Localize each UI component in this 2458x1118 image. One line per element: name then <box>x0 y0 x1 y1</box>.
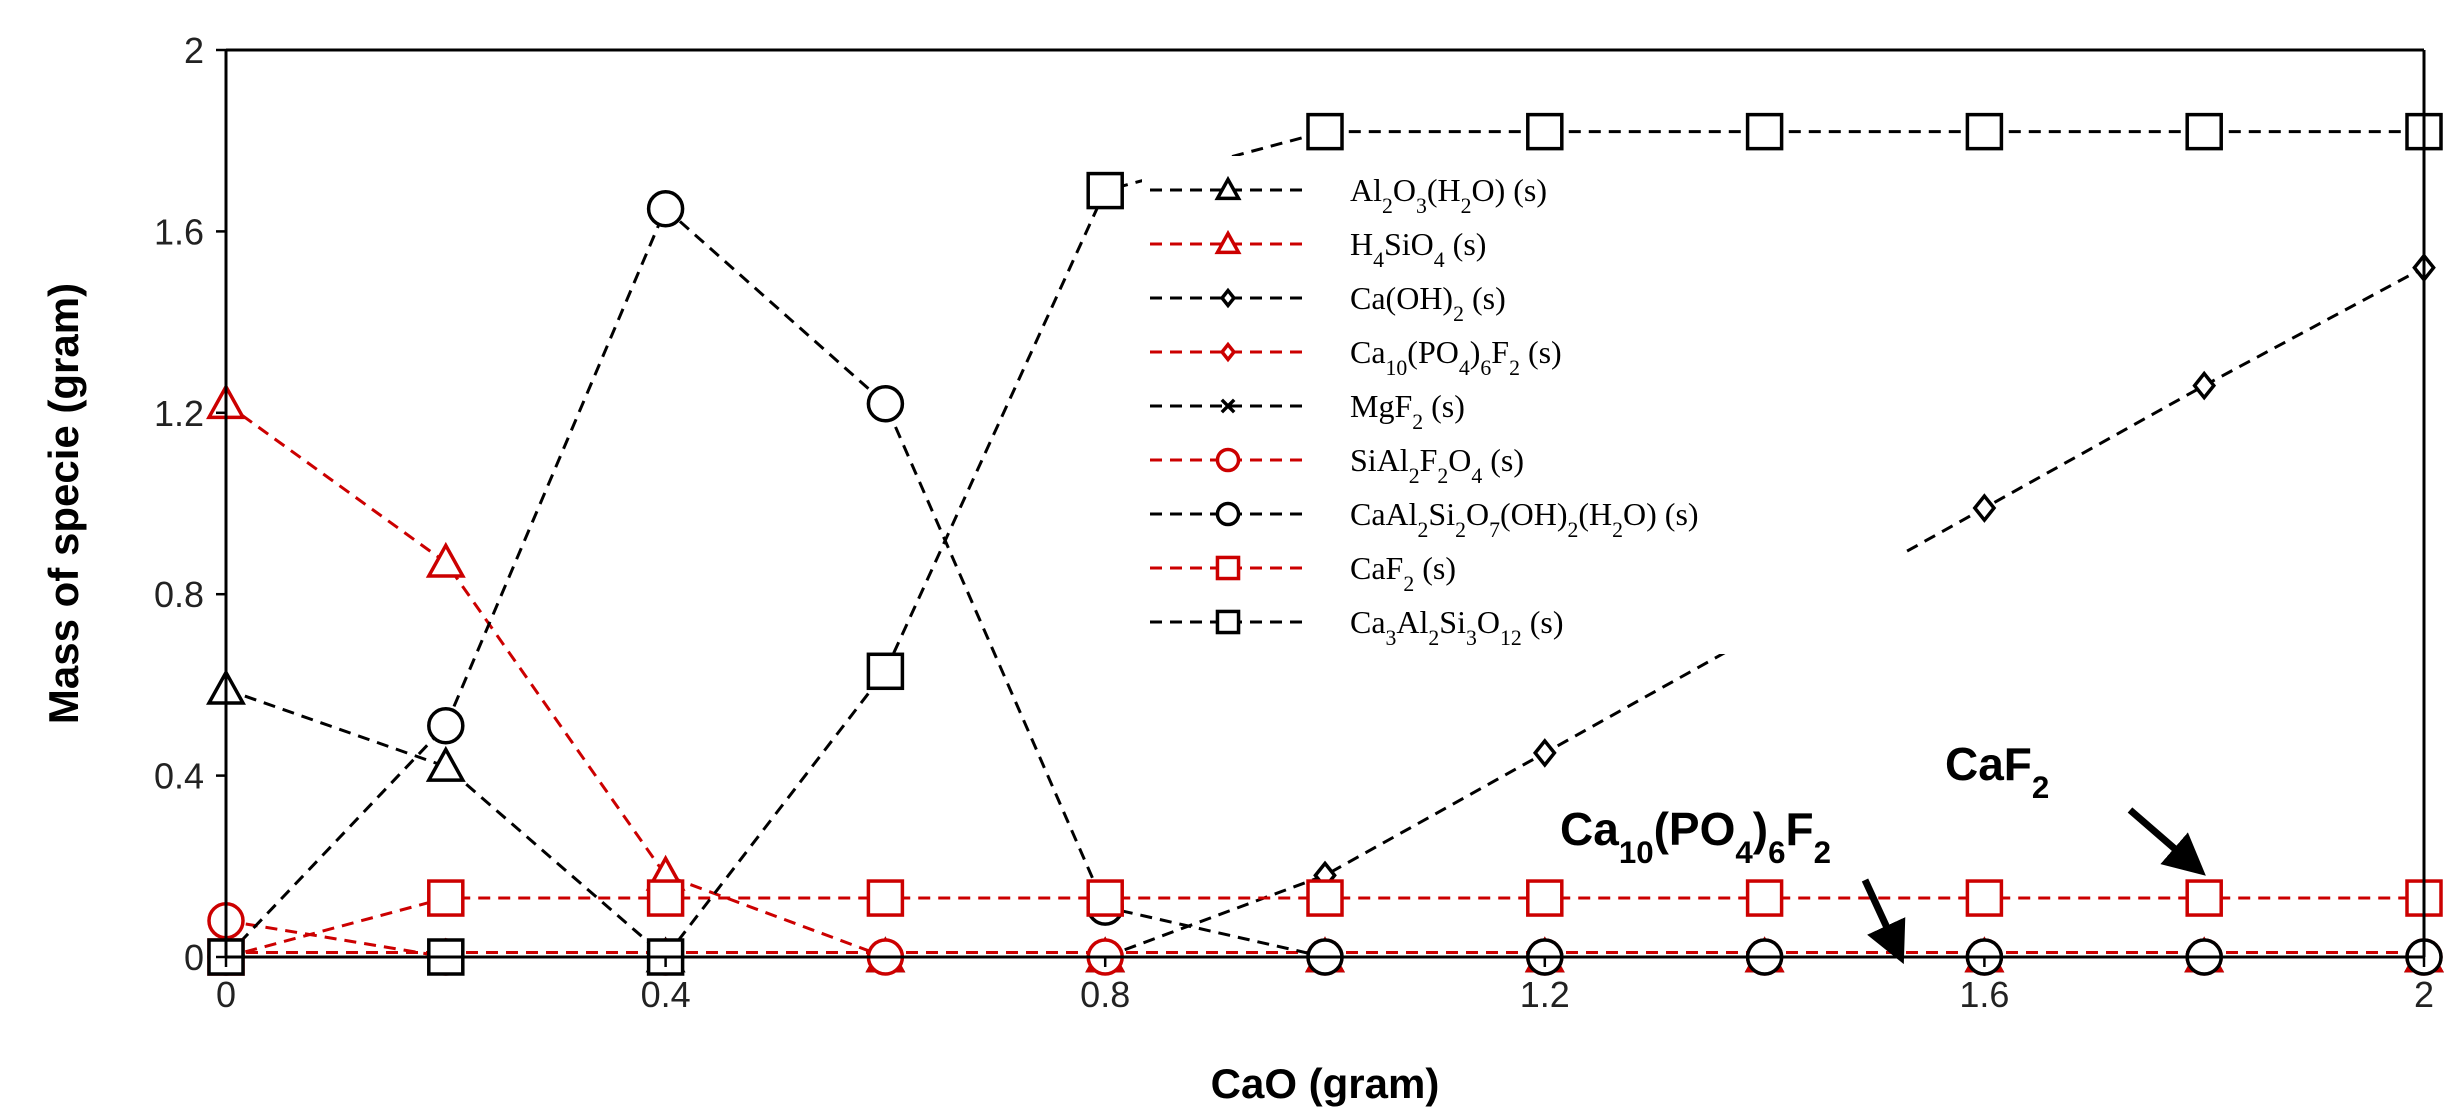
data-point <box>1306 112 1344 151</box>
data-point <box>2185 879 2223 917</box>
annotation-label: Ca10(PO4)6F2 <box>1560 803 1831 870</box>
legend-label: CaAl2Si2O7(OH)2(H2O) (s) <box>1350 496 1699 542</box>
legend-marker <box>1219 287 1237 309</box>
legend-entry: SiAl2F2O4 (s) <box>1150 442 1524 488</box>
data-point <box>425 541 466 578</box>
legend-background <box>1142 156 1902 654</box>
legend-label: SiAl2F2O4 (s) <box>1350 442 1524 488</box>
y-tick-label: 2 <box>184 30 204 71</box>
legend-label: MgF2 (s) <box>1350 388 1465 434</box>
annotation-arrow <box>2127 807 2206 876</box>
x-tick-label: 0.8 <box>1080 974 1130 1015</box>
y-tick-label: 0.8 <box>154 574 204 615</box>
x-axis-title: CaO (gram) <box>1211 1060 1440 1107</box>
data-point <box>425 745 466 782</box>
data-point <box>1526 112 1564 151</box>
data-point <box>1965 112 2004 151</box>
annotation-label: CaF2 <box>1945 738 2049 805</box>
legend-label: H4SiO4 (s) <box>1350 226 1486 272</box>
data-point <box>646 879 685 917</box>
data-point <box>1532 738 1557 768</box>
legend-label: Ca10(PO4)6F2 (s) <box>1350 334 1562 380</box>
legend-entry: CaAl2Si2O7(OH)2(H2O) (s) <box>1150 496 1699 542</box>
legend-entry: MgF2 (s) <box>1150 388 1465 434</box>
data-point <box>866 384 905 423</box>
legend-entry: H4SiO4 (s) <box>1150 226 1486 272</box>
y-axis-title: Mass of specie (gram) <box>40 283 87 724</box>
legend-label: Ca(OH)2 (s) <box>1350 280 1506 326</box>
legend-entry: Ca10(PO4)6F2 (s) <box>1150 334 1562 380</box>
legend-entry: CaF2 (s) <box>1150 550 1456 596</box>
legend-label: CaF2 (s) <box>1350 550 1456 596</box>
x-tick-label: 0.4 <box>641 974 691 1015</box>
legend-marker <box>1214 175 1242 201</box>
y-tick-label: 0.4 <box>154 756 204 797</box>
annotation-caf2: CaF2 <box>1945 738 2206 876</box>
series-line <box>225 688 2424 959</box>
data-point <box>646 189 685 228</box>
data-point <box>1745 112 1784 151</box>
data-point <box>1526 879 1564 917</box>
data-point <box>427 879 465 917</box>
legend-marker <box>1219 341 1237 363</box>
x-tick-label: 1.6 <box>1959 974 2009 1015</box>
data-point <box>2192 370 2217 401</box>
annotations: Ca10(PO4)6F2 CaF2 <box>1560 738 2206 965</box>
legend-marker <box>1215 447 1241 473</box>
y-tick-label: 1.6 <box>154 211 204 252</box>
legend-marker <box>1215 609 1241 635</box>
x-tick-label: 1.2 <box>1520 974 1570 1015</box>
legend-label: Ca3Al2Si3O12 (s) <box>1350 604 1563 650</box>
legend-entry: Al2O3(H2O) (s) <box>1150 172 1547 218</box>
x-tick-label: 0 <box>216 974 236 1015</box>
data-point <box>2185 112 2223 151</box>
legend: Al2O3(H2O) (s) H4SiO4 (s) Ca(OH)2 (s) Ca10(… <box>1142 156 1902 654</box>
legend-entry: Ca(OH)2 (s) <box>1150 280 1506 326</box>
annotation-ca10-po4-6f2: Ca10(PO4)6F2 <box>1560 803 1906 965</box>
data-point <box>1086 171 1124 210</box>
data-point <box>1965 879 2004 917</box>
data-point <box>427 706 465 745</box>
data-point <box>1306 879 1344 917</box>
annotation-arrow <box>1861 878 1906 965</box>
y-tick-label: 0 <box>184 937 204 978</box>
y-tick-label: 1.2 <box>154 393 204 434</box>
legend-marker <box>1215 501 1241 527</box>
data-point <box>866 652 905 691</box>
series-al2o3-h2o-s <box>206 668 2444 973</box>
data-point <box>1972 493 1997 523</box>
legend-marker <box>1215 555 1241 581</box>
x-tick-label: 2 <box>2414 974 2434 1015</box>
legend-entry: Ca3Al2Si3O12 (s) <box>1150 604 1563 650</box>
data-point <box>1086 879 1124 917</box>
legend-marker <box>1220 398 1236 414</box>
legend-label: Al2O3(H2O) (s) <box>1350 172 1547 218</box>
series-caf2-s <box>207 879 2443 976</box>
data-point <box>1745 879 1784 917</box>
legend-marker <box>1214 229 1242 255</box>
data-point <box>866 879 905 917</box>
